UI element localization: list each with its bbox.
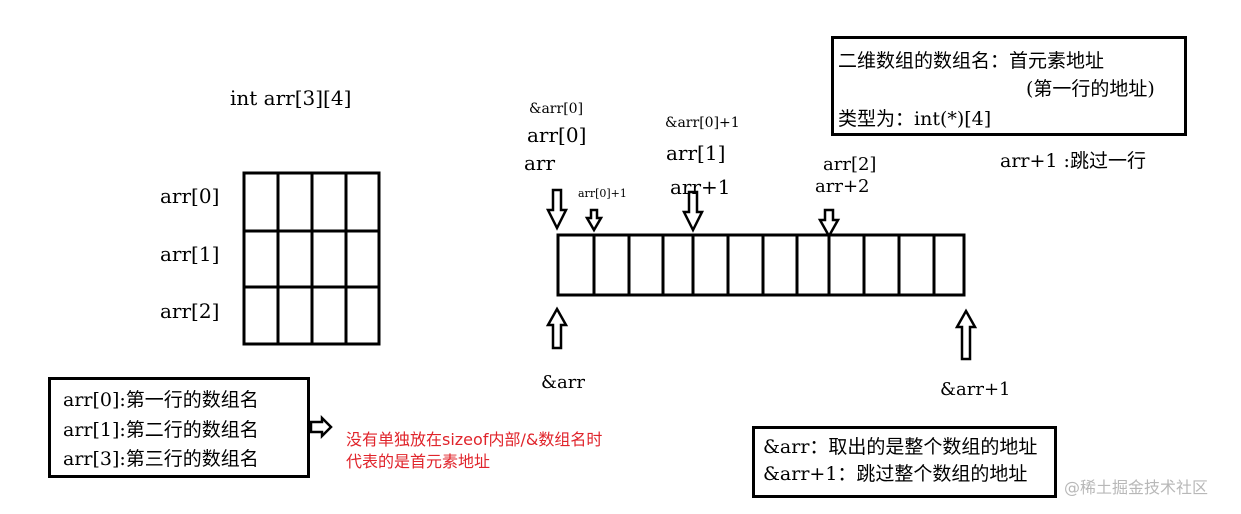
pointer-label: arr[1] [666,141,726,165]
skip-row-note: arr+1 :跳过一行 [1000,150,1146,172]
pointer-label: &arr[0] [529,101,584,117]
array-name-note: 二维数组的数组名：首元素地址 (第一行的地址) 类型为：int(*)[4] [831,36,1187,136]
pointer-label: &arr[0]+1 [665,115,740,131]
memory-strip [556,233,966,297]
note-line: &arr+1：跳过整个数组的地址 [763,463,1028,485]
pointer-label: arr[2] [823,154,877,175]
pointer-label: &arr [541,372,585,393]
note-line: 类型为：int(*)[4] [838,108,992,130]
note-line: (第一行的地址) [1026,78,1155,100]
pointer-label: arr+1 [670,175,731,199]
note-line: 二维数组的数组名：首元素地址 [838,50,1105,72]
red-note-line: 代表的是首元素地址 [346,452,491,471]
note-line: &arr：取出的是整个数组的地址 [763,436,1038,458]
row-label-2: arr[2] [160,299,220,323]
note-line: arr[1]:第二行的数组名 [63,419,259,441]
down-arrow-icon [545,188,569,231]
down-arrow-icon [817,208,841,239]
right-arrow-icon [309,414,333,440]
row-label-1: arr[1] [160,242,220,266]
pointer-label: &arr+1 [940,379,1011,400]
row-label-0: arr[0] [160,184,220,208]
down-arrow-icon [681,190,705,233]
pointer-label: arr[0] [527,123,587,147]
red-note-line: 没有单独放在sizeof内部/&数组名时 [346,430,603,449]
pointer-label: arr [524,151,556,175]
declaration-label: int arr[3][4] [230,86,352,110]
up-arrow-icon [545,306,569,350]
matrix-grid [242,171,381,346]
note-line: arr[3]:第三行的数组名 [63,448,259,470]
pointer-label: arr[0]+1 [578,187,627,200]
whole-array-note: &arr：取出的是整个数组的地址 &arr+1：跳过整个数组的地址 [752,426,1057,498]
row-names-note: arr[0]:第一行的数组名 arr[1]:第二行的数组名 arr[3]:第三行… [48,377,310,478]
down-arrow-icon [584,208,604,233]
watermark: @稀土掘金技术社区 [1064,478,1209,497]
up-arrow-icon [954,308,978,361]
pointer-label: arr+2 [815,176,870,197]
note-line: arr[0]:第一行的数组名 [63,389,259,411]
